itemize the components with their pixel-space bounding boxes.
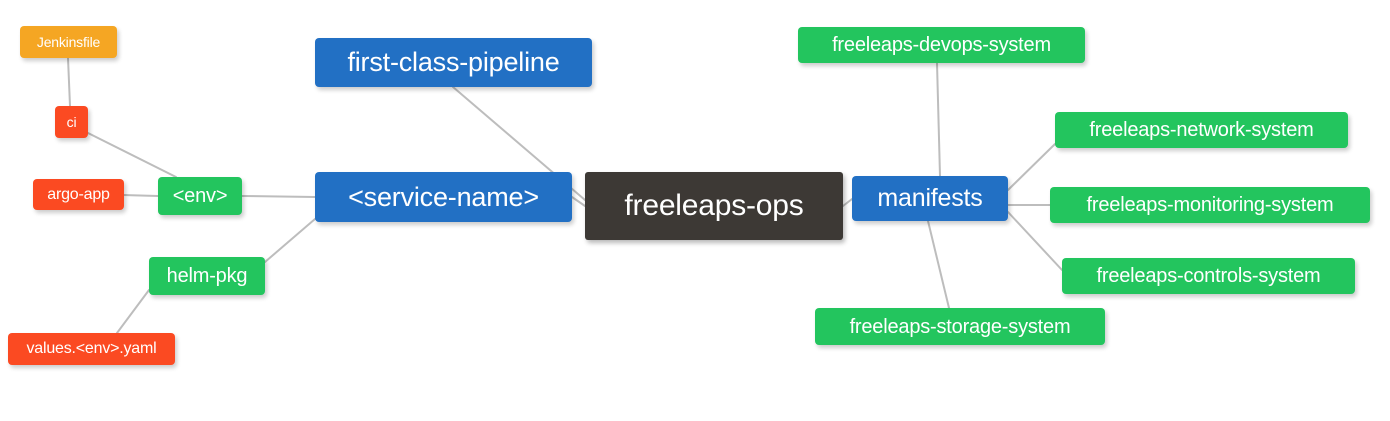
node-root[interactable]: freeleaps-ops (585, 172, 843, 240)
edge-manifests-to-storage (927, 220, 950, 309)
edge-root-to-service (571, 196, 586, 207)
node-label: Jenkinsfile (36, 34, 101, 50)
node-label: freeleaps-monitoring-system (1086, 194, 1334, 216)
node-label: freeleaps-ops (624, 189, 804, 222)
node-jenkins[interactable]: Jenkinsfile (20, 26, 117, 58)
node-label: helm-pkg (166, 265, 248, 287)
node-devops[interactable]: freeleaps-devops-system (798, 27, 1085, 63)
node-helm[interactable]: helm-pkg (149, 257, 265, 295)
node-label: freeleaps-controls-system (1096, 265, 1321, 287)
node-monitoring[interactable]: freeleaps-monitoring-system (1050, 187, 1370, 223)
edge-env-to-argo (123, 194, 159, 197)
node-network[interactable]: freeleaps-network-system (1055, 112, 1348, 148)
node-argo[interactable]: argo-app (33, 179, 124, 210)
node-label: manifests (877, 184, 983, 212)
node-env[interactable]: <env> (158, 177, 242, 215)
edge-env-to-ci (87, 132, 177, 178)
node-label: <service-name> (348, 181, 539, 212)
node-label: argo-app (47, 185, 110, 203)
edge-helm-to-values (116, 289, 150, 334)
node-service[interactable]: <service-name> (315, 172, 572, 222)
edge-service-to-env (241, 195, 316, 198)
node-label: freeleaps-storage-system (849, 315, 1071, 338)
node-label: values.<env>.yaml (26, 340, 157, 357)
node-label: freeleaps-network-system (1089, 119, 1314, 141)
node-pipeline[interactable]: first-class-pipeline (315, 38, 592, 87)
edge-manifests-to-network (1007, 143, 1056, 191)
node-label: ci (66, 114, 77, 130)
edge-root-to-manifests (842, 198, 853, 207)
edge-service-to-helm (264, 218, 316, 263)
node-label: freeleaps-devops-system (832, 34, 1051, 56)
node-values[interactable]: values.<env>.yaml (8, 333, 175, 365)
node-label: first-class-pipeline (347, 47, 560, 77)
edge-ci-to-jenkins (67, 57, 71, 107)
node-controls[interactable]: freeleaps-controls-system (1062, 258, 1355, 294)
node-manifests[interactable]: manifests (852, 176, 1008, 221)
edge-manifests-to-devops (936, 62, 941, 177)
node-ci[interactable]: ci (55, 106, 88, 138)
node-label: <env> (172, 185, 228, 207)
node-storage[interactable]: freeleaps-storage-system (815, 308, 1105, 345)
